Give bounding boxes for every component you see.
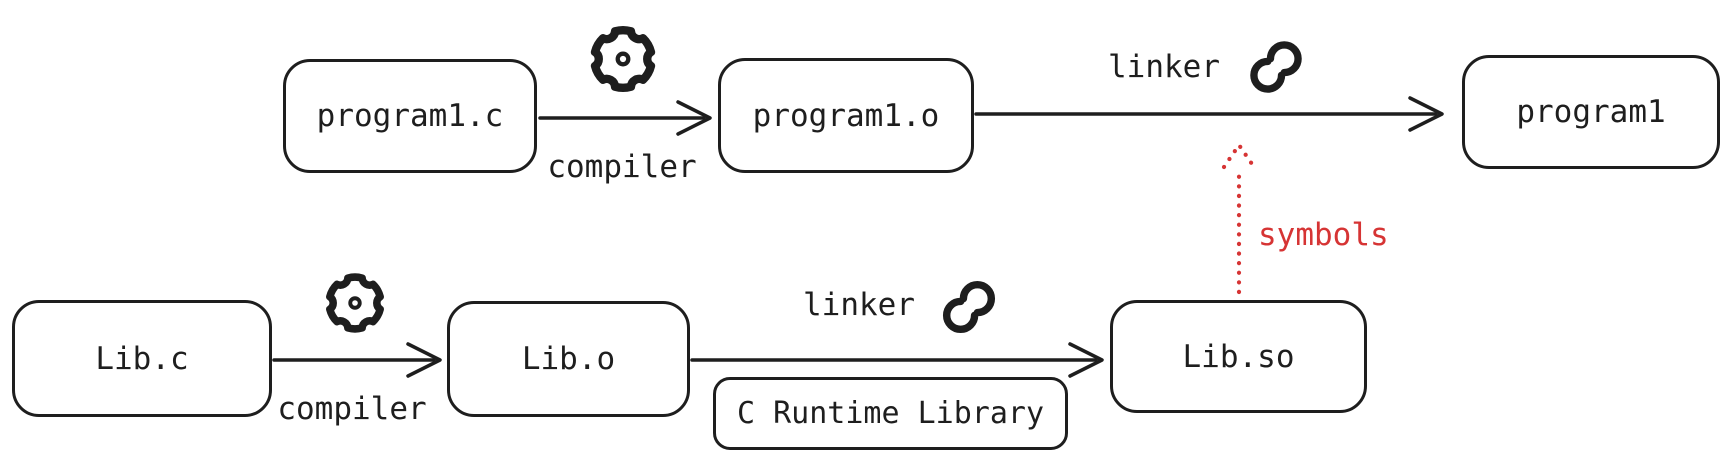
node-label: Lib.o bbox=[521, 341, 616, 377]
link-icon bbox=[1254, 45, 1298, 89]
edge-compiler-bottom bbox=[272, 342, 442, 378]
edge-linker-bottom bbox=[690, 342, 1104, 378]
edge-label-symbols: symbols bbox=[1258, 217, 1389, 253]
node-program1: program1 bbox=[1462, 55, 1720, 169]
node-label: program1 bbox=[1516, 94, 1666, 130]
node-lib-so: Lib.so bbox=[1110, 300, 1367, 413]
node-label: C Runtime Library bbox=[736, 396, 1045, 431]
node-lib-o: Lib.o bbox=[447, 301, 690, 417]
node-label: Lib.c bbox=[95, 340, 189, 377]
link-icon bbox=[947, 285, 992, 330]
node-program1-o: program1.o bbox=[718, 58, 974, 173]
edge-label-compiler-bottom: compiler bbox=[277, 391, 427, 427]
node-label: program1.o bbox=[752, 97, 940, 134]
edge-linker-top bbox=[974, 96, 1444, 132]
gear-icon bbox=[330, 277, 380, 329]
node-c-runtime-library: C Runtime Library bbox=[713, 377, 1068, 450]
node-label: program1.c bbox=[316, 98, 504, 134]
edge-label-linker-bottom: linker bbox=[803, 287, 915, 323]
node-label: Lib.so bbox=[1182, 338, 1295, 375]
edge-symbols-dotted bbox=[1221, 141, 1257, 295]
edge-label-linker-top: linker bbox=[1108, 49, 1220, 85]
node-lib-c: Lib.c bbox=[12, 300, 272, 417]
edge-compiler-top bbox=[538, 100, 712, 136]
gear-icon bbox=[595, 30, 651, 88]
edge-label-compiler-top: compiler bbox=[547, 149, 697, 185]
node-program1-c: program1.c bbox=[283, 59, 537, 173]
